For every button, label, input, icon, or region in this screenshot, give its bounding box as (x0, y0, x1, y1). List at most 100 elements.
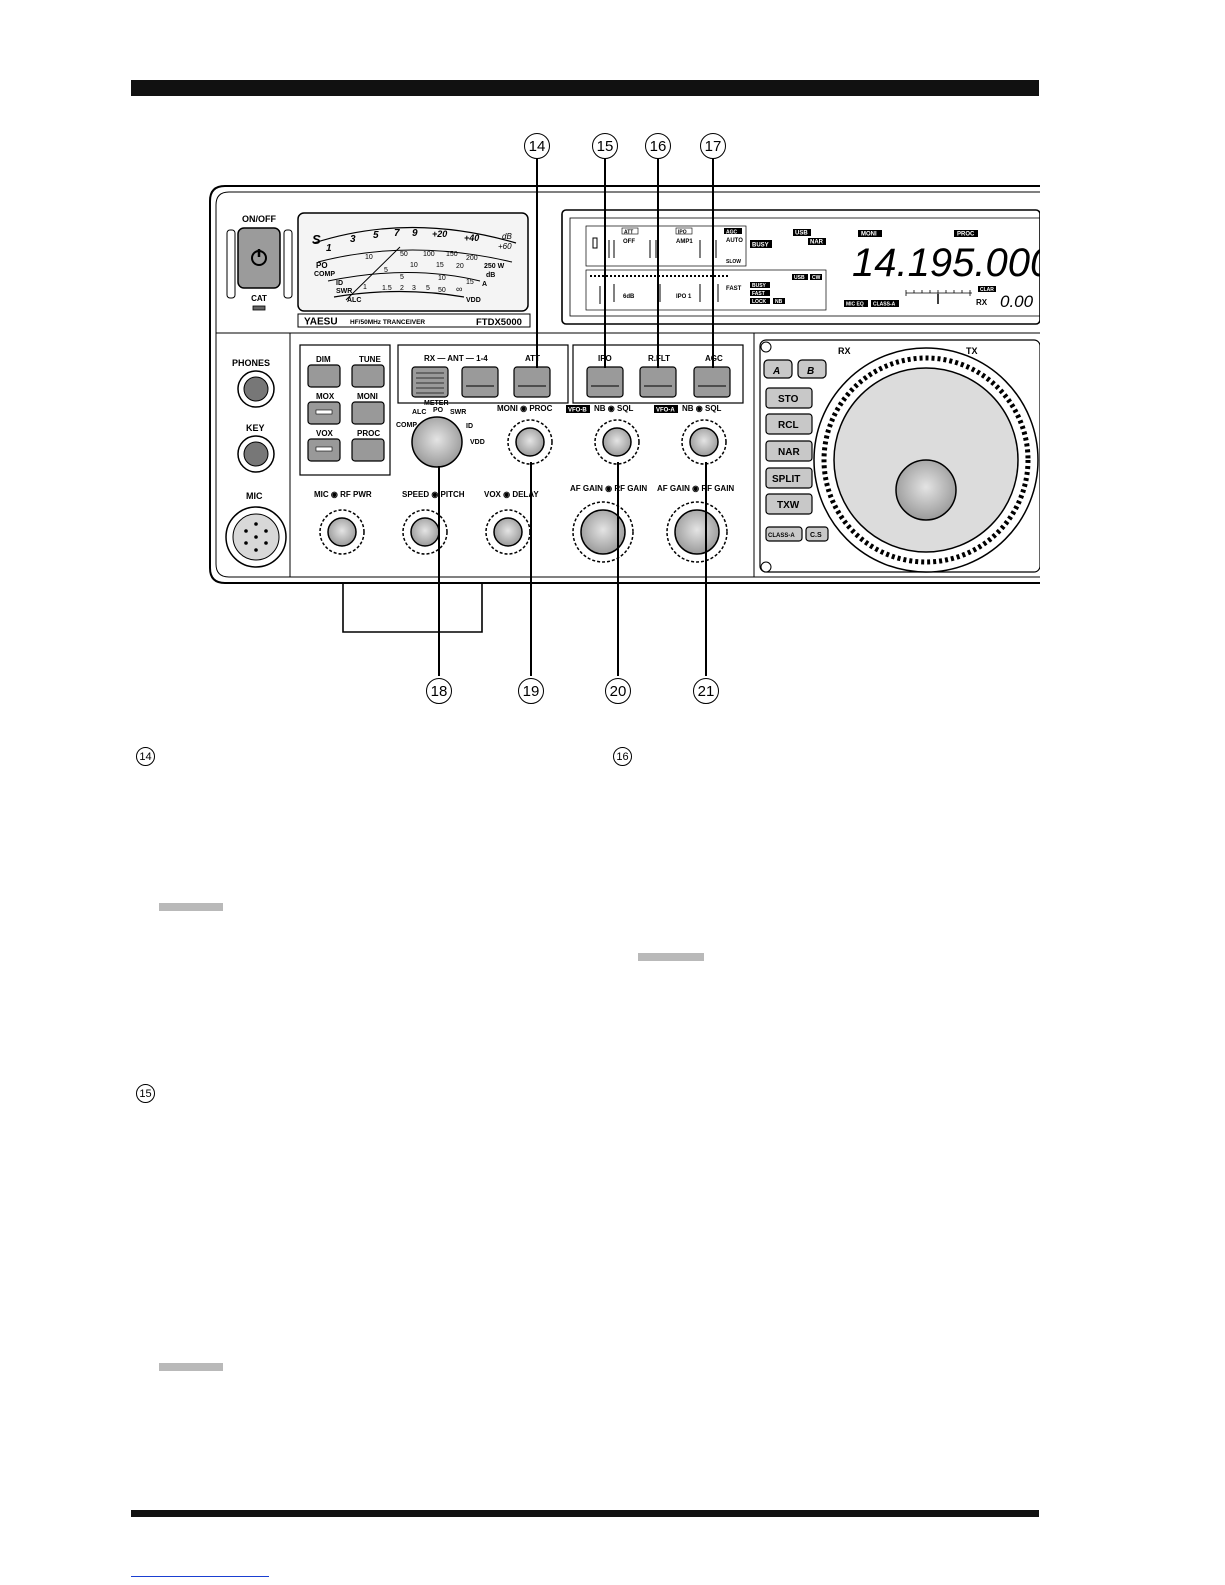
split-button[interactable] (765, 467, 813, 489)
class-a-button-label: CLASS-A (768, 533, 795, 539)
callout-21: 21 (693, 678, 719, 704)
meter-db2-label: dB (486, 272, 495, 279)
section-number-16: 16 (613, 747, 632, 766)
meter-po-scale-0: 10 (365, 254, 373, 261)
meter-swr-scale-0: 1 (363, 284, 367, 291)
meter-comp-scale-2: 15 (436, 262, 444, 269)
lcd-6db: 6dB (623, 294, 635, 300)
meter-alc-label: ALC (347, 297, 361, 304)
lcd-mic-eq: MIC EQ (846, 302, 864, 308)
callout-17: 17 (700, 133, 726, 159)
att-button[interactable] (513, 366, 551, 398)
meter-db-label: dB (502, 232, 512, 241)
meter-s-scale-5: +20 (432, 229, 447, 239)
lcd-lock: LOCK (752, 299, 767, 305)
agc-button[interactable] (693, 366, 731, 398)
rx-ant-label: RX — ANT — 1-4 (424, 354, 488, 363)
rcl-button[interactable] (765, 413, 813, 435)
mic-label: MIC (246, 491, 263, 501)
callout-18: 18 (426, 678, 452, 704)
lcd-auto: AUTO (726, 238, 743, 244)
rcl-button-label: RCL (778, 420, 799, 431)
meter-sel-vdd: VDD (470, 439, 485, 446)
footer-bar (131, 1510, 1039, 1517)
callout-14: 14 (524, 133, 550, 159)
section-number-15: 15 (136, 1084, 155, 1103)
note-bar-3 (638, 953, 704, 961)
power-label: ON/OFF (242, 214, 276, 224)
vox-delay-label: VOX ◉ DELAY (484, 490, 539, 499)
callout-16: 16 (645, 133, 671, 159)
meter-po-scale-2: 100 (423, 251, 435, 258)
leader-19 (530, 462, 532, 676)
af-rf-b-label: AF GAIN ◉ RF GAIN (570, 484, 647, 493)
meter-po-scale-5: 250 W (484, 263, 505, 270)
rx-ant-button[interactable] (411, 366, 449, 398)
dim-button[interactable] (307, 364, 341, 388)
meter-swr-scale-3: 3 (412, 285, 416, 292)
lcd-cw: CW (812, 275, 821, 281)
lcd-att-tag: ATT (624, 230, 633, 236)
nar-button[interactable] (765, 440, 813, 462)
meter-id-scale-0: 5 (400, 274, 404, 281)
agc-label: AGC (705, 354, 723, 363)
rflt-button[interactable] (639, 366, 677, 398)
ipo-button[interactable] (586, 366, 624, 398)
meter-comp-scale-1: 10 (410, 262, 418, 269)
a-button[interactable] (763, 359, 793, 379)
meter-comp-scale-0: 5 (384, 267, 388, 274)
class-a-button[interactable] (765, 526, 803, 542)
section-number-14: 14 (136, 747, 155, 766)
mic-rf-label: MIC ◉ RF PWR (314, 490, 372, 499)
phones-label: PHONES (232, 358, 270, 368)
leader-18 (438, 466, 440, 676)
b-button[interactable] (797, 359, 827, 379)
lcd-off: OFF (623, 239, 635, 245)
cs-button[interactable] (805, 526, 829, 542)
meter-po-scale-1: 50 (400, 251, 408, 258)
meter-s-scale-6: +40 (464, 233, 479, 243)
lcd-busy2: BUSY (752, 283, 767, 289)
meter-swr-label: SWR (336, 288, 352, 295)
lcd-ipo1: IPO 1 (676, 294, 692, 300)
tune-button[interactable] (351, 364, 385, 388)
sto-button[interactable] (765, 387, 813, 409)
lcd-clar: CLAR (980, 287, 994, 293)
att-label: ATT (525, 354, 540, 363)
note-bar-2 (159, 1363, 223, 1371)
lcd-class-a: CLASS-A (873, 302, 896, 308)
meter-s-scale-4: 9 (412, 228, 418, 239)
meter-vdd-label: VDD (466, 297, 481, 304)
lcd-frequency: 14.195.000 (852, 241, 1040, 285)
meter-sel-meter: METER (424, 400, 449, 407)
sto-button-label: STO (778, 394, 799, 405)
lcd-agc-tag: AGC (726, 230, 738, 236)
brand-logo: YAESU (304, 317, 338, 328)
moni-button[interactable] (351, 401, 385, 425)
transceiver-front-panel: ON/OFF CAT S 1 3 5 7 9 +20 +40 +60 dB PO… (209, 185, 1040, 633)
txw-button[interactable] (765, 493, 813, 515)
callout-19: 19 (518, 678, 544, 704)
tx-label: TX (966, 346, 978, 356)
meter-s-label: S (312, 232, 321, 247)
callout-15: 15 (592, 133, 618, 159)
lcd-usb2: USB (794, 275, 805, 281)
footer-link-underline[interactable] (131, 1576, 269, 1577)
meter-sel-alc: ALC (412, 409, 426, 416)
speed-pitch-label: SPEED ◉ PITCH (402, 490, 465, 499)
leader-16 (657, 158, 659, 368)
lcd-usb: USB (795, 231, 808, 237)
meter-swr-scale-5: ∞ (456, 284, 462, 294)
key-label: KEY (246, 423, 265, 433)
vfo-a-tag: VFO-A (656, 408, 675, 414)
leader-15 (604, 158, 606, 368)
meter-id-label: ID (336, 280, 343, 287)
ant-1-4-button[interactable] (461, 366, 499, 398)
rflt-label: R.FLT (648, 354, 670, 363)
meter-sel-id: ID (466, 423, 473, 430)
proc-button[interactable] (351, 438, 385, 462)
rx-label: RX (838, 346, 851, 356)
moni-label: MONI (357, 392, 378, 401)
meter-s-scale-7: +60 (498, 242, 512, 251)
model-name: FTDX5000 (476, 317, 522, 328)
